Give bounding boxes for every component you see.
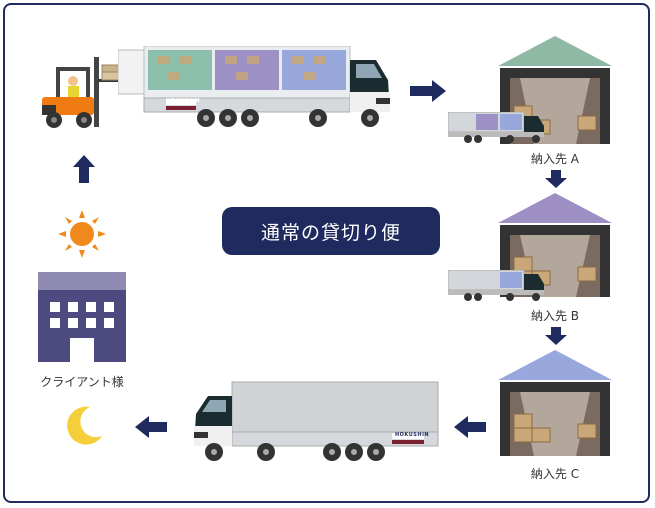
small-truck-b-icon [448,270,544,301]
client-building-icon [38,272,126,362]
destination-a-label: 納入先 A [530,152,580,166]
arrow-up-icon [73,155,95,183]
arrow-left-icon [454,416,486,438]
truck-brand-label: HOKUSHIN [166,98,201,104]
center-label: 通常の貸切り便 [260,221,401,244]
arrow-left-icon [135,416,167,438]
client-label: クライアント様 [40,375,124,389]
arrow-down-icon [545,327,567,345]
destination-b-label: 納入先 B [530,309,580,323]
warehouse-c-icon [498,350,612,456]
sun-icon [58,210,106,258]
arrow-right-icon [410,80,446,102]
forklift-icon [42,57,121,128]
empty-truck-icon [194,381,439,461]
truck-brand-label-bottom: HOKUSHIN [395,432,430,438]
loaded-truck-icon [118,46,390,127]
center-label-badge: 通常の貸切り便 [222,207,440,255]
moon-icon [67,406,102,445]
small-truck-a-icon [448,112,544,143]
arrow-down-icon [545,170,567,188]
destination-c-label: 納入先 C [530,467,580,481]
